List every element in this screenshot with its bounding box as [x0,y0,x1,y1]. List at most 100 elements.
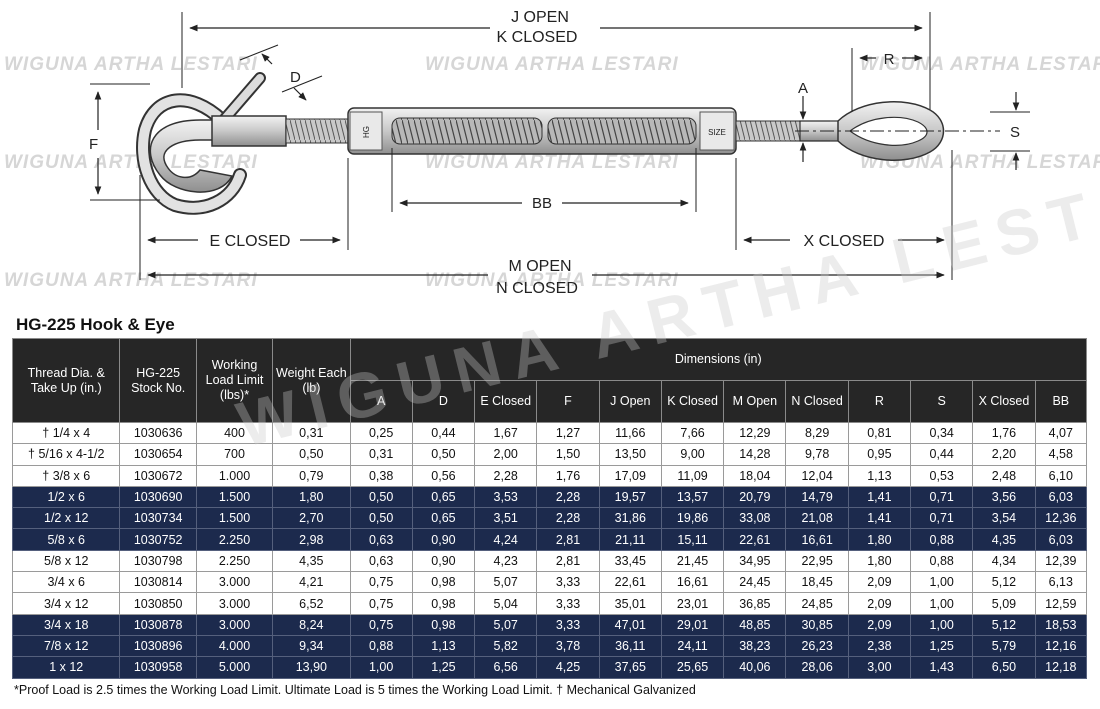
table-cell: 1.000 [195,464,274,487]
table-cell: 31,86 [598,507,662,530]
table-cell: 5/8 x 6 [11,528,121,551]
table-cell: 1,80 [847,549,912,573]
table-cell: 2,81 [536,528,600,551]
table-cell: 0,79 [272,464,351,487]
table-cell: 6,56 [474,656,538,679]
table-cell: 1,00 [349,656,413,679]
table-cell: 0,38 [349,464,413,487]
table-cell: 5,07 [474,571,538,594]
table-cell: 33,08 [723,507,787,530]
table-cell: 3.000 [195,613,274,636]
table-cell: 3/4 x 6 [11,571,121,594]
table-cell: 4,35 [272,549,351,573]
n-closed-label: N CLOSED [496,280,578,297]
table-cell: 2,28 [536,485,600,509]
table-cell: 3/4 x 12 [11,592,121,615]
table-cell: 4.000 [195,634,274,658]
table-cell: 0,31 [349,443,413,466]
table-cell: 3.000 [195,592,274,615]
table-cell: 3,53 [474,485,538,509]
table-cell: 1030752 [119,528,197,551]
table-cell: 4,25 [536,656,600,679]
table-cell: 12,29 [723,421,787,445]
footnote: *Proof Load is 2.5 times the Working Loa… [14,683,696,697]
table-cell: 5.000 [195,656,274,679]
header-dim-x: X Closed [972,380,1036,423]
table-cell: 0,56 [411,464,476,487]
table-cell: 36,11 [598,634,662,658]
table-cell: 4,34 [972,549,1036,573]
table-cell: 23,01 [660,592,725,615]
header-dim-s: S [910,380,974,423]
table-cell: 0,88 [349,634,413,658]
e-closed-label: E CLOSED [210,233,291,250]
table-cell: 1.500 [195,485,274,509]
table-cell: 21,08 [785,507,849,530]
m-open-label: M OPEN [508,258,571,275]
table-cell: 2,09 [847,592,912,615]
table-cell: 1,80 [847,528,912,551]
table-cell: 29,01 [660,613,725,636]
table-cell: 1,50 [536,443,600,466]
table-cell: 1,76 [536,464,600,487]
r-label: R [884,51,895,68]
table-cell: 1030814 [119,571,197,594]
table-cell: 1,00 [910,571,974,594]
table-cell: 8,24 [272,613,351,636]
spec-table: Thread Dia. & Take Up (in.) HG-225 Stock… [11,338,1088,679]
table-cell: 24,85 [785,592,849,615]
table-cell: 13,57 [660,485,725,509]
table-cell: 0,88 [910,549,974,573]
table-cell: 1 x 12 [11,656,121,679]
table-cell: 1030958 [119,656,197,679]
table-cell: 3/4 x 18 [11,613,121,636]
table-cell: 16,61 [785,528,849,551]
table-cell: 9,34 [272,634,351,658]
table-cell: 0,34 [910,421,974,445]
table-cell: 1,43 [910,656,974,679]
table-cell: 2,09 [847,571,912,594]
table-cell: 5,07 [474,613,538,636]
table-cell: 6,13 [1034,571,1088,594]
table-cell: 3,56 [972,485,1036,509]
table-cell: 1030690 [119,485,197,509]
size-label: SIZE [708,128,726,137]
table-cell: 1030878 [119,613,197,636]
header-dim-n: N Closed [785,380,849,423]
table-cell: 0,95 [847,443,912,466]
table-cell: 8,29 [785,421,849,445]
table-cell: 7/8 x 12 [11,634,121,658]
table-cell: 25,65 [660,656,725,679]
header-dim-e: E Closed [474,380,538,423]
header-weight: Weight Each (lb) [272,338,351,423]
table-cell: 1,67 [474,421,538,445]
table-cell: 5,12 [972,613,1036,636]
table-cell: 1030850 [119,592,197,615]
table-cell: 4,07 [1034,421,1088,445]
table-cell: 5,12 [972,571,1036,594]
table-cell: 6,52 [272,592,351,615]
table-cell: 2,00 [474,443,538,466]
table-cell: 0,98 [411,613,476,636]
header-wll: Working Load Limit (lbs)* [195,338,274,423]
table-cell: 0,88 [910,528,974,551]
table-cell: 7,66 [660,421,725,445]
d-label: D [290,69,301,86]
table-cell: 24,11 [660,634,725,658]
table-cell: 2,70 [272,507,351,530]
table-cell: 0,65 [411,485,476,509]
table-cell: 2.250 [195,528,274,551]
table-cell: 6,10 [1034,464,1088,487]
table-cell: 38,23 [723,634,787,658]
table-cell: 0,44 [910,443,974,466]
table-cell: 0,98 [411,592,476,615]
table-cell: 6,03 [1034,485,1088,509]
table-cell: 12,04 [785,464,849,487]
